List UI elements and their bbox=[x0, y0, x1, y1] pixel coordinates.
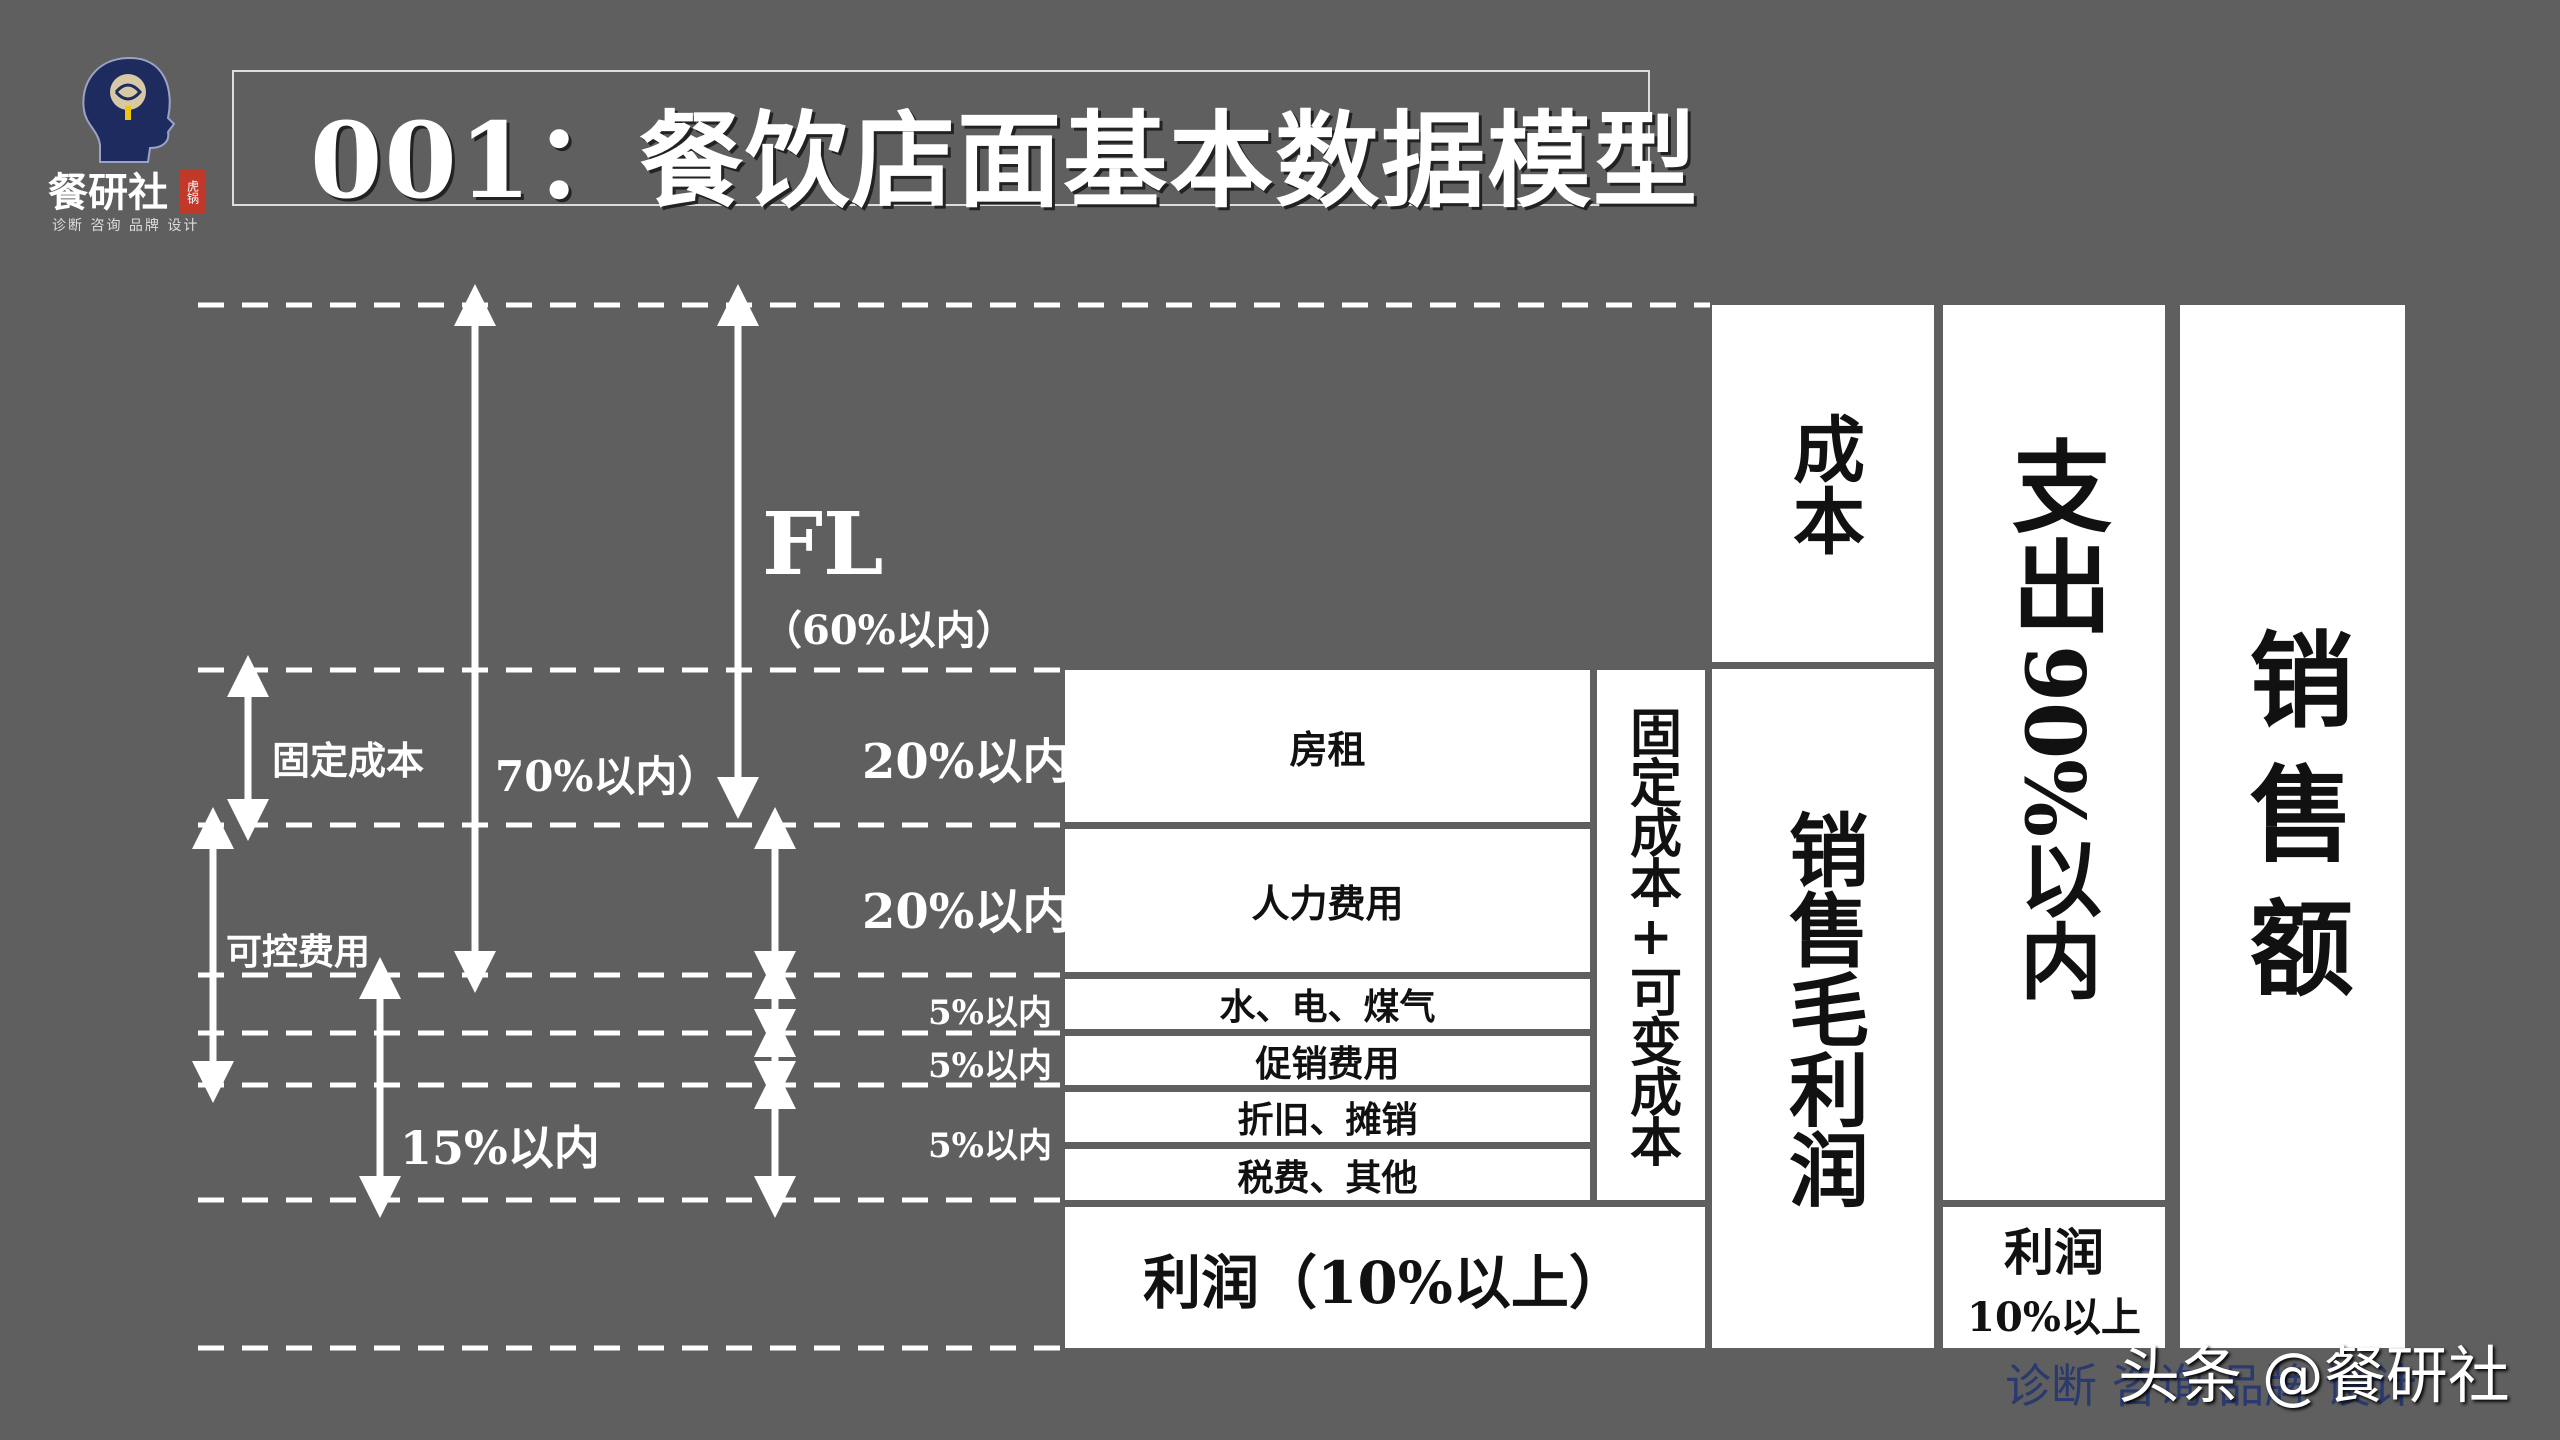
cost-item-rent: 房租 bbox=[1065, 670, 1590, 822]
profit-small-title: 利润 bbox=[2004, 1222, 2104, 1282]
watermark-tagline: 诊断 咨询 品牌 设计 bbox=[2005, 1359, 2417, 1413]
cost-item-depreciation: 折旧、摊销 bbox=[1065, 1092, 1590, 1142]
logo-stamp: 虎锅 bbox=[180, 170, 206, 214]
pct-other-label: 5%以内 bbox=[928, 1126, 1052, 1166]
pct-labor-label: 20%以内 bbox=[862, 884, 1071, 940]
logo-tagline: 诊断 咨询 品牌 设计 bbox=[52, 218, 200, 234]
pct15-label: 15%以内 bbox=[400, 1121, 600, 1175]
pct-rent-label: 20%以内 bbox=[862, 734, 1071, 790]
pct-utilities-label: 5%以内 bbox=[928, 993, 1052, 1033]
logo-name: 餐研社 bbox=[48, 170, 168, 216]
profit-box: 利润（10%以上） bbox=[1065, 1207, 1705, 1348]
fl-sub-label: （60%以内） bbox=[762, 607, 1016, 654]
cost-item-promotion: 促销费用 bbox=[1065, 1036, 1590, 1085]
pct70-label: 70%以内） bbox=[495, 752, 720, 801]
profit-small-percentage: 10%以上 bbox=[1967, 1293, 2141, 1341]
cost-item-tax-other: 税费、其他 bbox=[1065, 1149, 1590, 1200]
fixed-variable-cost-box: 固定成本+可变成本 bbox=[1597, 670, 1705, 1200]
pct-promo-label: 5%以内 bbox=[928, 1046, 1052, 1086]
sales-box: 销售额 bbox=[2180, 305, 2405, 1348]
expense-title: 支出 bbox=[1994, 435, 2113, 635]
expense-percentage: 90%以内 bbox=[2005, 645, 2102, 1002]
brain-head-logo-icon bbox=[82, 56, 176, 163]
controllable-cost-label: 可控费用 bbox=[226, 931, 371, 973]
fixed-cost-label: 固定成本 bbox=[272, 738, 425, 783]
cost-header-box: 成本 bbox=[1712, 305, 1934, 662]
watermark-text: 头条 @餐研社 bbox=[2118, 1339, 2510, 1412]
fl-label: FL bbox=[762, 494, 884, 595]
expense-box: 支出 90%以内 bbox=[1943, 305, 2165, 1200]
page-title: 001：餐饮店面基本数据模型 bbox=[310, 99, 1700, 222]
title-frame bbox=[232, 70, 1650, 206]
cost-item-utilities: 水、电、煤气 bbox=[1065, 979, 1590, 1029]
cost-item-labor: 人力费用 bbox=[1065, 829, 1590, 972]
gross-profit-box: 销售毛利润 bbox=[1712, 669, 1934, 1348]
profit-small-box: 利润 10%以上 bbox=[1943, 1207, 2165, 1348]
